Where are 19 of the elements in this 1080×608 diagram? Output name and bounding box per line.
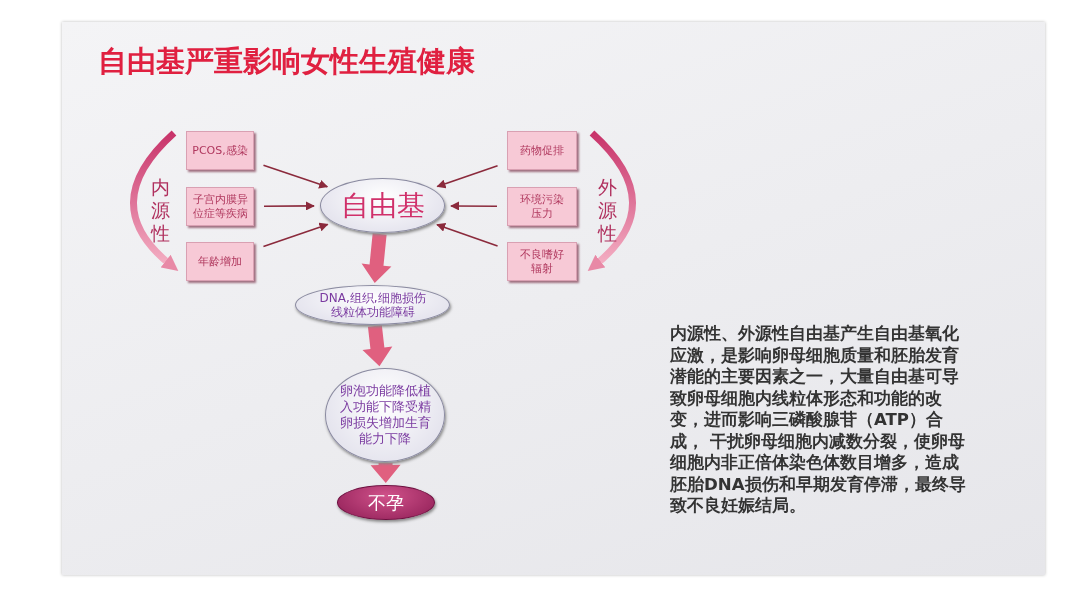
block-arrow	[361, 233, 392, 283]
arrow	[262, 164, 329, 189]
arrow	[436, 165, 499, 189]
arrow	[263, 201, 315, 211]
cause-box: 子宫内膜异位症等疾病	[186, 187, 254, 226]
side-label: 外源性	[597, 176, 617, 245]
arrow	[262, 222, 329, 248]
title: 自由基严重影响女性生殖健康	[98, 43, 475, 80]
cause-box: 环境污染压力	[507, 187, 577, 226]
cause-box: 年龄增加	[186, 242, 254, 281]
arrow	[436, 223, 499, 247]
cause-box: PCOS,感染	[186, 131, 254, 170]
block-arrow	[362, 325, 393, 367]
description-text: 内源性、外源性自由基产生自由基氧化应激，是影响卵母细胞质量和胚胎发育潜能的主要因素之一，大量自由基可导致卵母细胞内线粒体形态和功能的改变，进而影响三磷酸腺苷（ATP）合成， 干扰卵母细胞内减数分裂，使卵母细胞内非正倍体染色体数目增多，造成胚胎DNA损伤和早期发育停滞，最终导致不良妊娠结局。	[670, 323, 967, 517]
cause-box: 不良嗜好辐射	[507, 242, 577, 281]
arrow	[450, 201, 498, 211]
cause-box: 药物促排	[507, 131, 577, 170]
side-label: 内源性	[150, 176, 170, 245]
block-arrow	[370, 462, 401, 483]
